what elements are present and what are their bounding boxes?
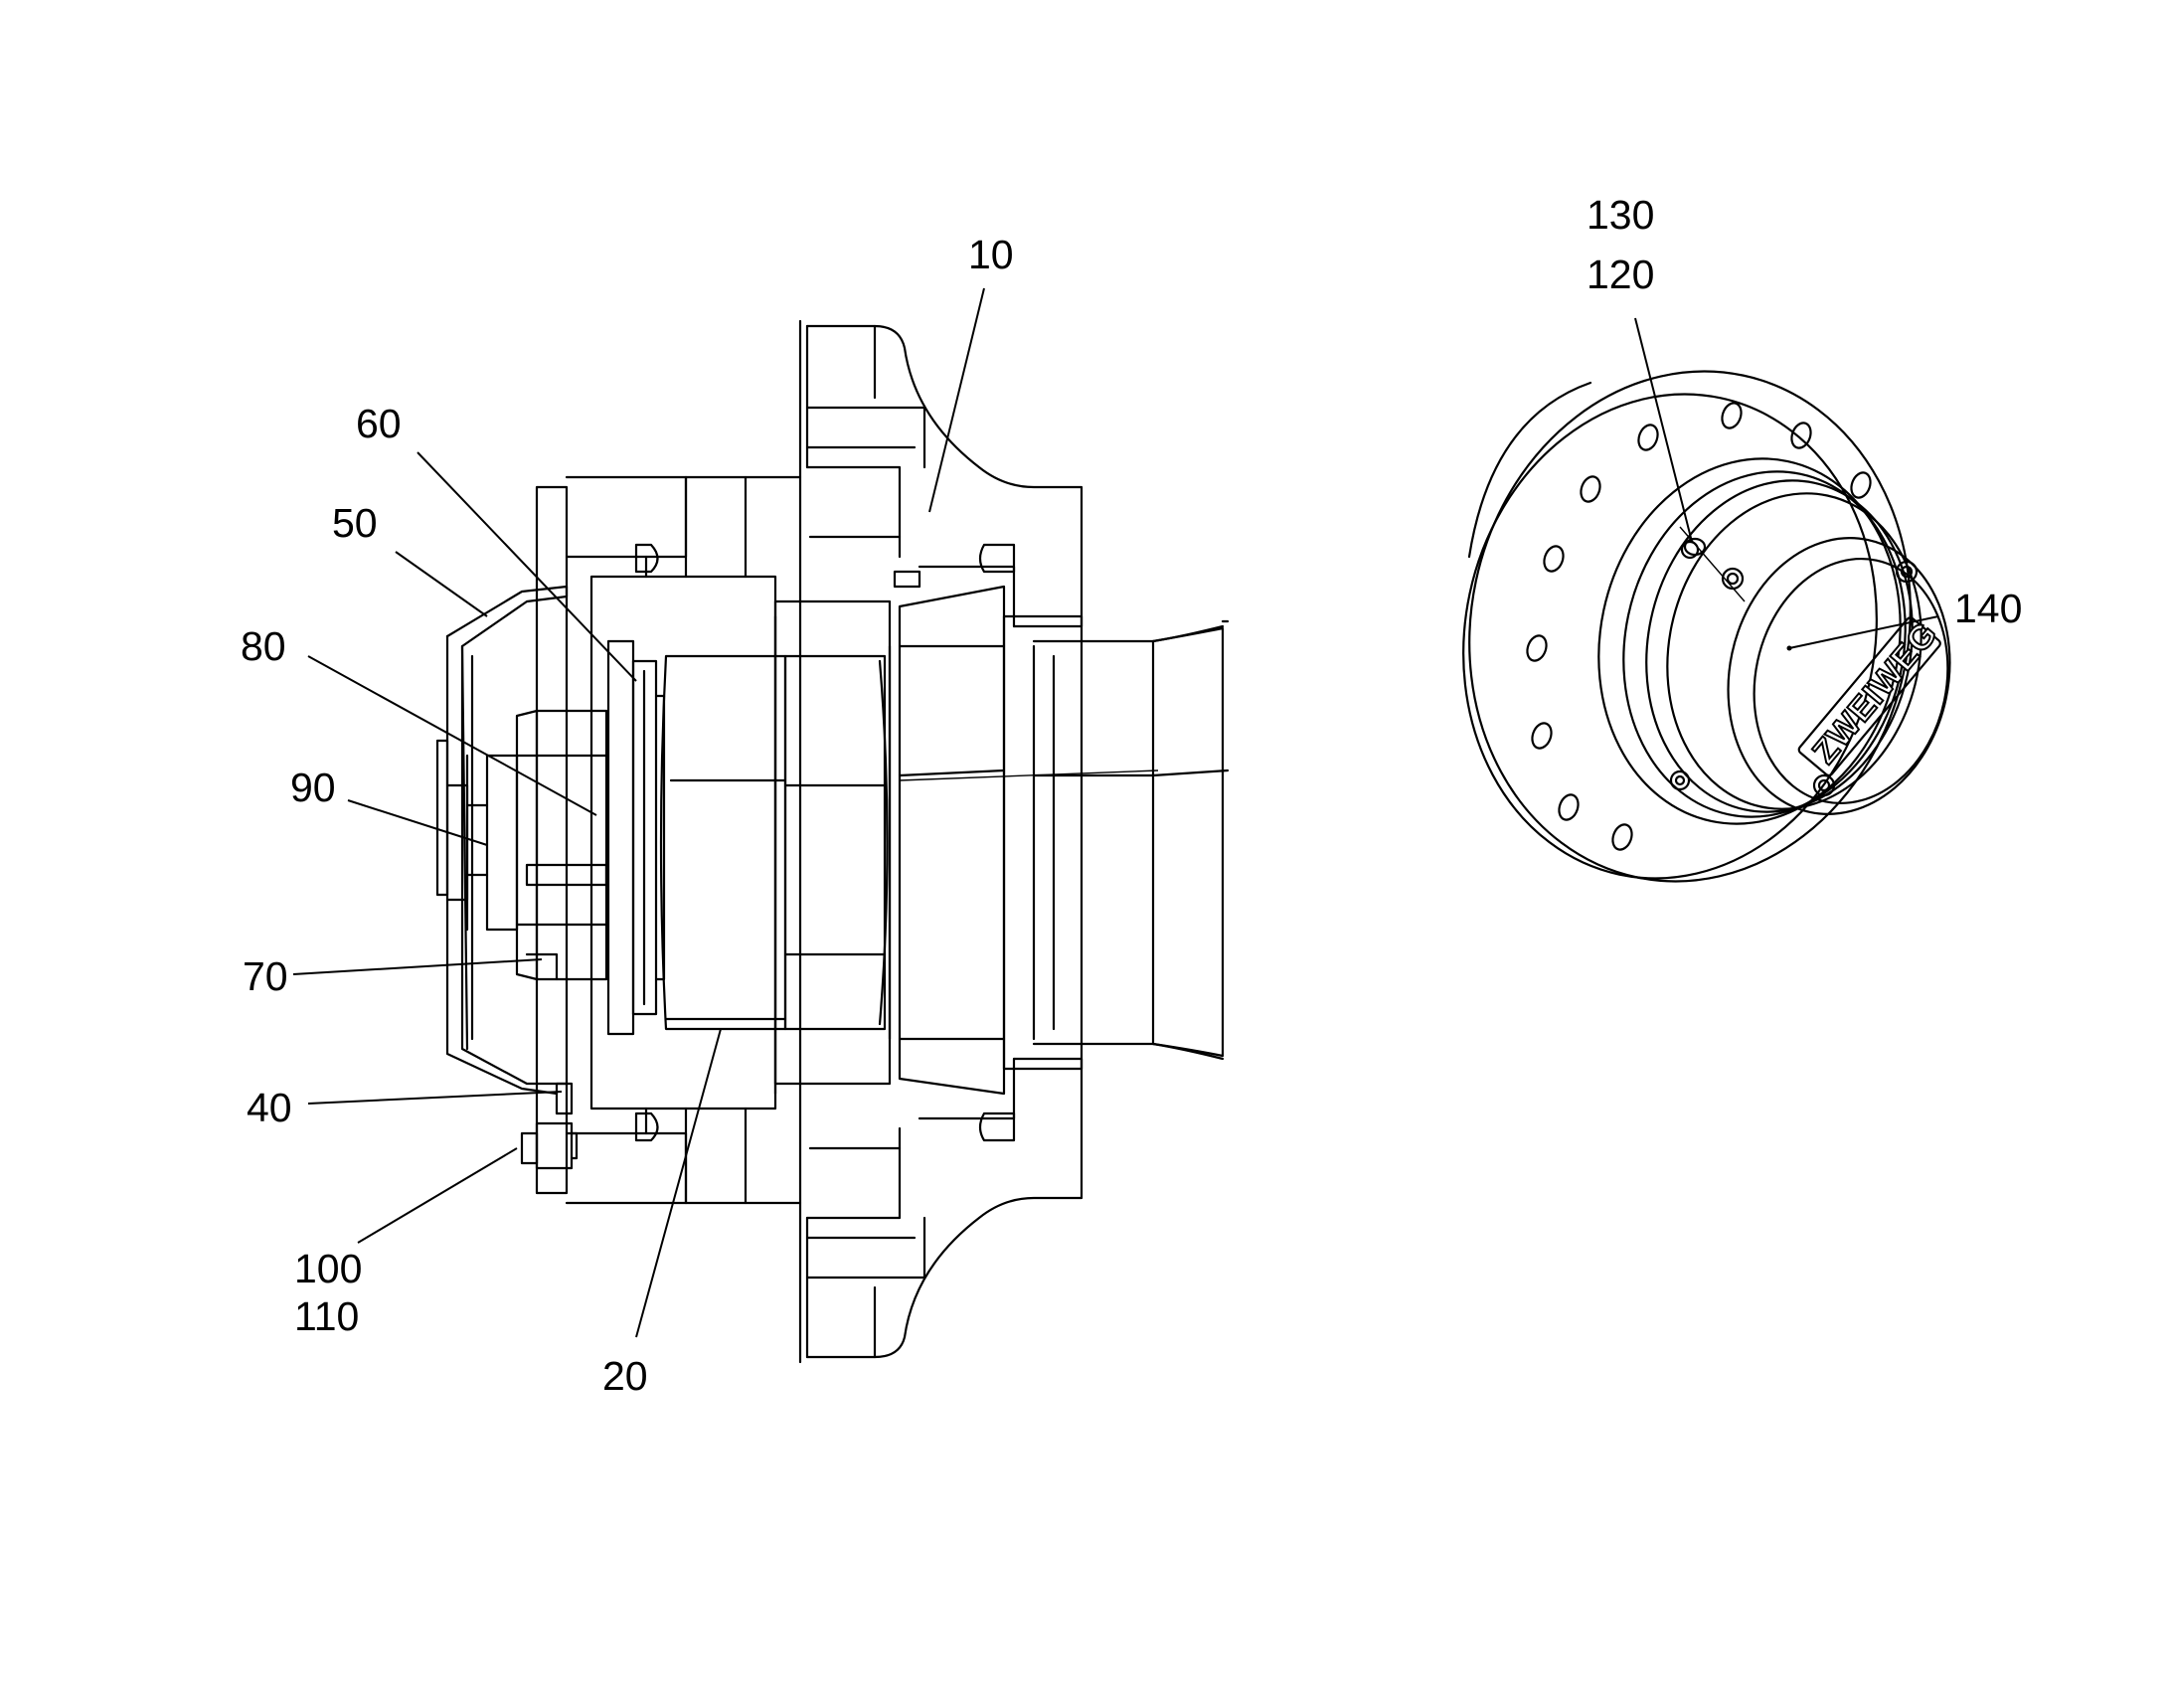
leader-lines-right: [1634, 317, 1939, 649]
hub-housing: [535, 475, 802, 1205]
ref-70: 70: [243, 953, 288, 999]
reference-numerals: 10 60 50 80 90 70 40 100 110 20 130 120 …: [241, 192, 2022, 1399]
ref-100: 100: [294, 1246, 362, 1291]
centre-line: [899, 769, 1159, 781]
ref-130: 130: [1587, 192, 1654, 238]
ref-120: 120: [1587, 252, 1654, 297]
ref-20: 20: [602, 1353, 648, 1399]
ref-60: 60: [356, 401, 402, 446]
ref-50: 50: [332, 500, 378, 546]
cap-bolts: [1669, 540, 1919, 797]
axle-stub: [1151, 619, 1230, 1058]
locking-disc: [606, 639, 666, 1036]
cap-ring: [1727, 537, 1951, 815]
seal-and-bolt: [520, 1082, 579, 1170]
hub-body: [888, 585, 1225, 1096]
ref-90: 90: [290, 765, 336, 810]
ref-140: 140: [1954, 586, 2022, 631]
ref-110: 110: [294, 1293, 359, 1339]
bearing: [589, 575, 892, 1110]
hub-side-view: [435, 319, 1230, 1364]
axle-nut: [435, 709, 608, 981]
leader-lines-left: [292, 287, 985, 1338]
ref-80: 80: [241, 623, 286, 669]
ref-40: 40: [247, 1085, 292, 1130]
wheel-flange: [798, 319, 1084, 1364]
flange-bolt-holes: [1526, 402, 1872, 851]
ref-10: 10: [968, 232, 1014, 277]
hub-cap: [445, 585, 569, 1096]
